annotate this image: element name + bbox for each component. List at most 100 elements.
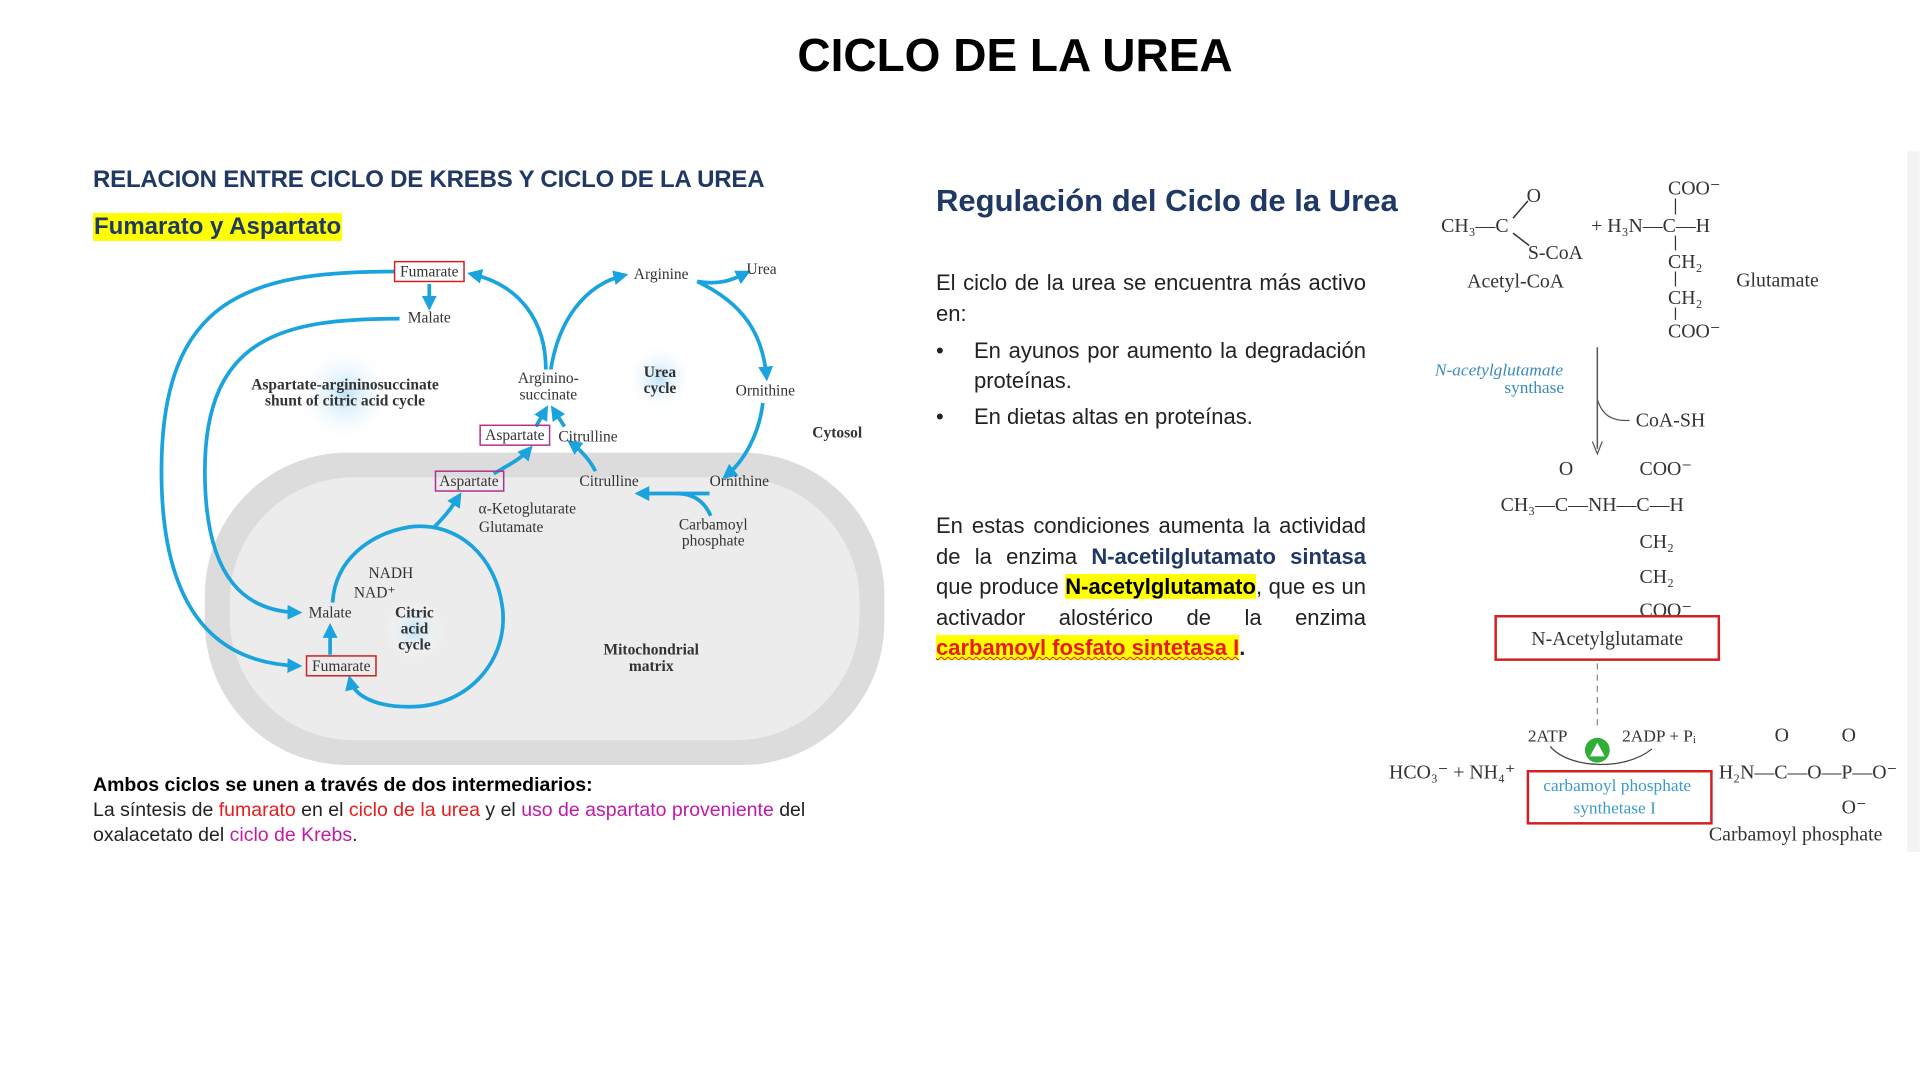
acetyl-coa-scoa: S-CoA (1528, 242, 1584, 264)
mitochondrion-inner (229, 477, 860, 741)
label-argininosuccinate: succinate (520, 386, 578, 403)
label-shunt: shunt of citric acid cycle (265, 392, 425, 409)
paragraph-text: , que es un activador alostérico de la e… (936, 574, 1366, 630)
nag-box (1494, 615, 1721, 661)
glutamate-coo: COO⁻ (1668, 320, 1720, 342)
arrow-ornithine (696, 279, 774, 382)
label-citric-acid-cycle: Citric (395, 604, 434, 621)
label-carbamoyl-phosphate: phosphate (682, 533, 745, 550)
label-mitochondrial-matrix: matrix (629, 658, 674, 675)
label-urea: Urea (747, 261, 777, 278)
label-aspartate: Aspartate (485, 427, 544, 444)
nag-ch2: CH₂ (1639, 566, 1673, 588)
arrow-as-to-arginine (548, 270, 629, 370)
notes-text: en el (295, 799, 349, 821)
label-mitochondrial-matrix: Mitochondrial (604, 642, 700, 659)
notes-ciclo-urea: ciclo de la urea (348, 799, 480, 821)
notes-body: La síntesis de fumarato en el ciclo de l… (93, 798, 883, 848)
atp-arc (1549, 746, 1653, 766)
conditions-list: En ayunos por aumento la degradación pro… (936, 336, 1366, 438)
notes-text: y el (480, 799, 522, 821)
arrow-aspartate-as (534, 405, 549, 428)
product-name: N-acetylglutamato (1065, 574, 1256, 599)
right-section-heading: Regulación del Ciclo de la Urea (936, 183, 1398, 218)
notes-fumarato: fumarato (218, 799, 296, 821)
citric-acid-cycle-ring (330, 524, 505, 709)
left-section-subheading: Fumarato y Aspartato (93, 213, 343, 241)
nag-oxygen: O (1559, 458, 1573, 480)
fumarate-box (393, 260, 465, 283)
notes-bold-line: Ambos ciclos se unen a través de dos int… (93, 774, 593, 796)
acetyl-coa-formula: CH₃—C (1441, 215, 1509, 237)
enzyme-name: N-acetilglutamato sintasa (1091, 543, 1366, 569)
diagram-stroke (1512, 200, 1529, 219)
glow (384, 600, 445, 660)
arrow-to-aspartate (432, 492, 462, 529)
arrow-citrulline-as (550, 405, 567, 428)
arrow-urea (696, 270, 751, 285)
atp: 2ATP (1528, 726, 1568, 745)
carbamoyl-phosphate-name: Carbamoyl phosphate (1709, 824, 1883, 846)
regulation-paragraph: En estas condiciones aumenta la activida… (936, 511, 1366, 664)
fumarate-box (305, 655, 377, 677)
cp-oxygen: O⁻ (1842, 796, 1867, 818)
glutamate-coo: COO⁻ (1668, 178, 1720, 200)
label-aspartate: Aspartate (439, 473, 498, 490)
cps1-name: synthetase I (1574, 798, 1657, 817)
arrow-as-to-fumarate (467, 269, 548, 370)
glutamate-ch2: CH₂ (1668, 251, 1702, 273)
glow (625, 343, 695, 413)
label-urea-cycle: Urea (644, 364, 677, 381)
acetyl-coa-name: Acetyl-CoA (1467, 271, 1565, 293)
glutamate-ch2: CH₂ (1668, 287, 1702, 309)
pathway-arrows (159, 269, 774, 709)
krebs-urea-diagram: Fumarate Malate Arginine Urea Aspartate-… (159, 260, 885, 766)
notes-text: . (352, 824, 358, 846)
label-arginine: Arginine (634, 266, 689, 283)
arrow-malate-to-matrix (203, 316, 400, 620)
arrow-citrulline-transport (567, 439, 598, 473)
image-edge (1907, 151, 1920, 852)
arrow-fumarate-to-matrix (159, 269, 395, 673)
nag-formula: CH₃—C—NH—C—H (1501, 494, 1684, 516)
label-carbamoyl-phosphate: Carbamoyl (679, 516, 748, 533)
arrow-ornithine-matrix (722, 402, 765, 479)
label-citric-acid-cycle: cycle (398, 637, 431, 654)
coa-sh: CoA-SH (1636, 410, 1705, 432)
list-item: En dietas altas en proteínas. (936, 402, 1366, 432)
enzyme-nag-synthase: N-acetylglutamate (1434, 361, 1563, 380)
label-glutamate: Glutamate (479, 519, 544, 536)
label-alpha-ketoglutarate: α-Ketoglutarate (478, 500, 576, 517)
paragraph-text: En estas condiciones aumenta la activida… (936, 513, 1366, 569)
nag-coo: COO⁻ (1639, 458, 1691, 480)
paragraph-text: . (1239, 635, 1246, 660)
cps1-box (1526, 770, 1713, 825)
notes-uso-aspartato: uso de aspartato proveniente (521, 799, 774, 821)
coash-arrow (1596, 399, 1630, 422)
notes-text: La síntesis de (93, 799, 219, 821)
enzyme-nag-synthase: synthase (1504, 378, 1564, 397)
label-fumarate: Fumarate (400, 264, 459, 281)
label-ornithine: Ornithine (710, 473, 769, 490)
arrow-carbamoyl (675, 491, 713, 517)
aspartate-box (479, 424, 551, 446)
diagram-stroke (1512, 232, 1530, 247)
cps1-name: carbamoyl phosphate (1543, 776, 1691, 795)
diagram-stroke (1591, 441, 1603, 456)
acetyl-coa-oxygen: O (1527, 185, 1541, 207)
glow (295, 344, 395, 444)
carbamoyl-phosphate-formula: H₂N—C—O—P—O⁻ (1719, 762, 1897, 784)
label-urea-cycle: cycle (644, 380, 677, 397)
label-malate: Malate (408, 309, 451, 326)
intro-paragraph: El ciclo de la urea se encuentra más act… (936, 270, 1366, 326)
label-citrulline: Citrulline (558, 428, 617, 445)
label-malate: Malate (309, 604, 352, 621)
nag-regulation-diagram: CH₃—C O S-CoA Acetyl-CoA + H₃N—C—H COO⁻ … (1389, 151, 1920, 852)
label-cytosol: Cytosol (812, 425, 863, 442)
label-ornithine: Ornithine (736, 383, 795, 400)
aspartate-box (434, 470, 505, 492)
glutamate-amine: + H₃N—C—H (1591, 215, 1710, 237)
list-item: En ayunos por aumento la degradación pro… (936, 336, 1366, 396)
label-fumarate: Fumarate (312, 658, 371, 675)
